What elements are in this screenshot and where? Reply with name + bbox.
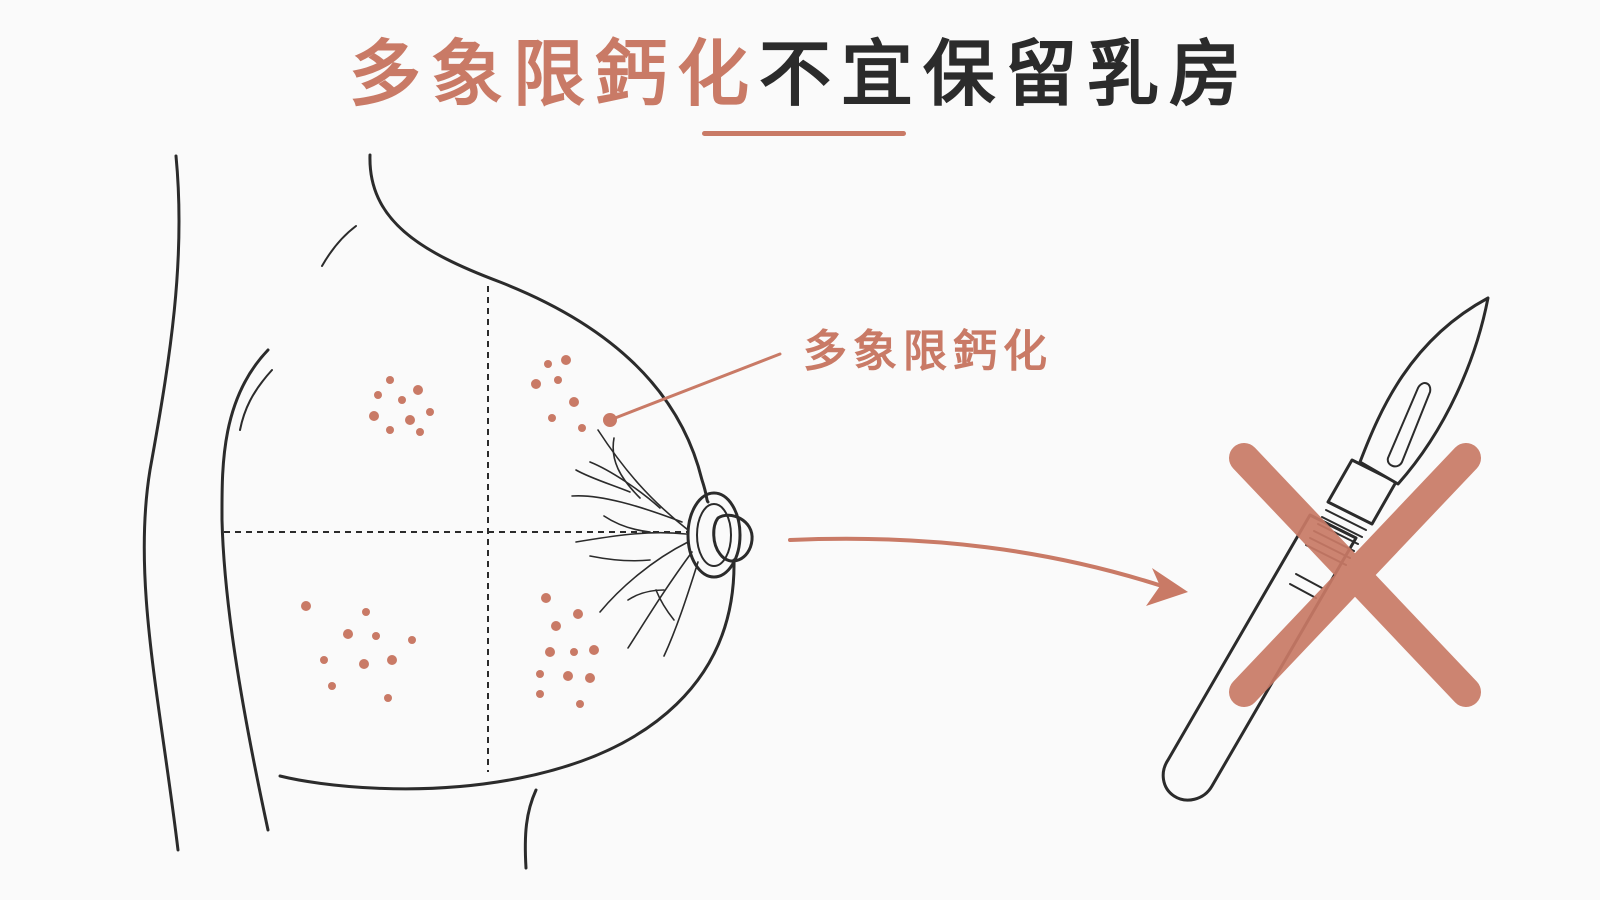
calcification-dot: [328, 682, 336, 690]
calcification-dot: [554, 376, 562, 384]
calcification-dot: [387, 655, 397, 665]
calcification-dot: [343, 629, 353, 639]
calcification-dot: [384, 694, 392, 702]
calcification-dot: [320, 656, 328, 664]
calcification-dot: [531, 379, 541, 389]
title-underline: [702, 131, 906, 136]
calcification-dot: [589, 645, 599, 655]
calcification-dot: [408, 636, 416, 644]
calcification-dot: [398, 396, 406, 404]
cross-mark-icon: [1229, 443, 1481, 707]
calcification-dot: [551, 621, 561, 631]
calcification-dot: [548, 414, 556, 422]
calcification-dot: [416, 428, 424, 436]
calcification-dot: [362, 608, 370, 616]
calcification-dot: [413, 385, 423, 395]
title-rest-text: 不宜保留乳房: [759, 32, 1252, 116]
calcification-callout-label: 多象限鈣化: [803, 326, 1053, 377]
breast-outline-icon: [142, 153, 754, 870]
calcification-dot: [576, 700, 584, 708]
arrow-right-icon: [788, 536, 1188, 606]
calcification-dot: [563, 671, 573, 681]
callout-leader-line: [603, 352, 782, 427]
calcification-dot: [359, 659, 369, 669]
calcification-dot: [561, 355, 571, 365]
calcification-dot: [386, 376, 394, 384]
calcification-dot: [369, 411, 379, 421]
calcification-dot: [545, 647, 555, 657]
calcification-dot: [544, 360, 552, 368]
calcification-dot: [301, 601, 311, 611]
calcification-dot: [405, 415, 415, 425]
calcification-dot: [372, 632, 380, 640]
page-title: 多象限鈣化不宜保留乳房: [0, 26, 1600, 122]
calcification-dot: [578, 424, 586, 432]
calcification-dot: [426, 408, 434, 416]
calcification-dot: [536, 670, 544, 678]
calcification-dot: [569, 397, 579, 407]
calcification-dot: [570, 648, 578, 656]
calcification-dot: [585, 673, 595, 683]
calcification-dot: [573, 609, 583, 619]
calcification-dot: [386, 426, 394, 434]
title-accent-text: 多象限鈣化: [348, 32, 759, 116]
calcification-dot: [541, 593, 551, 603]
calcification-dots: [301, 355, 599, 708]
calcification-dot: [536, 690, 544, 698]
quadrant-divider-lines: [224, 286, 688, 772]
calcification-dot: [374, 391, 382, 399]
